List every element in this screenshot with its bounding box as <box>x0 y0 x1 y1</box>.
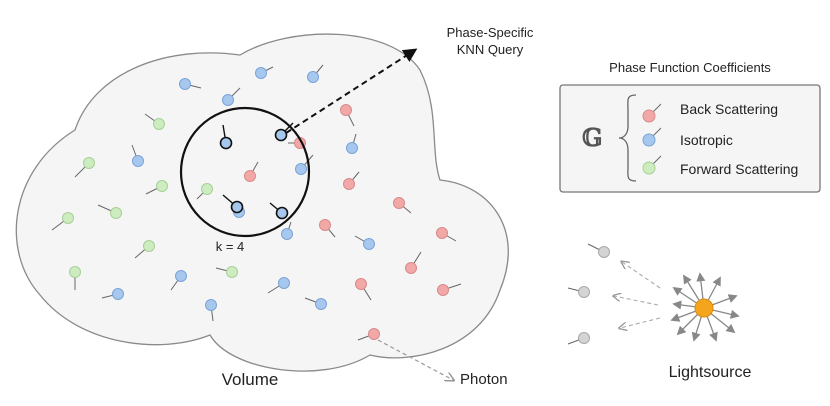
particle-back <box>343 171 360 190</box>
particle-back <box>436 227 457 242</box>
particle-iso <box>281 221 293 240</box>
particle-iso <box>179 78 202 90</box>
photon-arrow <box>377 339 453 380</box>
particle-iso <box>205 299 217 322</box>
volume-label: Volume <box>221 370 279 389</box>
knn-query-label-line1: Phase-Specific <box>446 25 534 40</box>
particle-iso <box>131 144 144 167</box>
particle-iso <box>222 87 241 106</box>
particle-fwd <box>215 266 238 278</box>
particle-fwd <box>144 113 165 130</box>
particle-fwd <box>196 183 213 200</box>
particle-back <box>244 161 259 182</box>
particle-back <box>357 328 380 341</box>
knn-query-label: Phase-Specific KNN Query <box>420 24 560 58</box>
particle-iso <box>170 270 187 291</box>
particle-iso <box>101 288 124 300</box>
particle-back <box>340 104 355 127</box>
knn-neighbor-particle <box>269 202 289 220</box>
emission-arrow <box>622 262 661 289</box>
particle-iso <box>267 277 290 294</box>
particle-back <box>393 197 412 214</box>
particle-fwd <box>74 157 95 178</box>
particle-iso <box>354 235 375 250</box>
knn-query-label-line2: KNN Query <box>456 42 524 57</box>
legend-box <box>559 84 821 193</box>
emitted-photon <box>567 332 590 345</box>
legend-marker-back-scattering <box>642 103 662 123</box>
emitted-photon <box>587 243 610 258</box>
particle-iso <box>295 154 314 175</box>
lightsource-dot <box>694 298 714 318</box>
legend-marker-isotropic <box>642 127 662 147</box>
particle-fwd <box>51 212 74 231</box>
knn-neighbor-particle <box>219 124 233 150</box>
particle-iso <box>346 133 358 154</box>
particle-iso <box>255 66 274 79</box>
phase-coefficient-symbol: 𝔾 <box>582 123 603 152</box>
lightsource-label: Lightsource <box>668 364 752 381</box>
particle-iso <box>307 64 324 83</box>
knn-query-arrow <box>285 48 418 134</box>
particle-fwd <box>97 204 122 219</box>
particle-back <box>319 219 336 238</box>
legend-markers <box>642 103 662 175</box>
particle-iso <box>304 297 327 310</box>
particle-fwd <box>69 266 81 290</box>
particle-fwd <box>145 180 168 195</box>
legend-label-forward-scattering: Forward Scattering <box>680 161 799 177</box>
legend-label-isotropic: Isotropic <box>680 132 733 148</box>
k-value-label: k = 4 <box>215 239 245 254</box>
legend-label-back-scattering: Back Scattering <box>680 101 779 117</box>
volume-cloud <box>15 33 509 372</box>
knn-neighbor-particle <box>274 122 294 142</box>
particle-fwd <box>134 240 155 259</box>
knn-query-circle <box>179 106 311 238</box>
knn-neighbor-particle <box>222 194 244 214</box>
photon-label: Photon <box>460 371 508 388</box>
particle-back <box>405 251 422 274</box>
legend-marker-forward-scattering <box>642 155 662 175</box>
emission-arrow <box>620 317 661 328</box>
particle-back <box>355 278 372 301</box>
legend-title: Phase Function Coefficients <box>609 60 771 75</box>
lightsource <box>567 243 740 345</box>
particle-back <box>437 283 462 296</box>
emission-arrow <box>614 296 659 306</box>
emitted-photon <box>567 286 590 298</box>
volume-particles <box>51 64 462 341</box>
legend-brace <box>618 94 637 182</box>
